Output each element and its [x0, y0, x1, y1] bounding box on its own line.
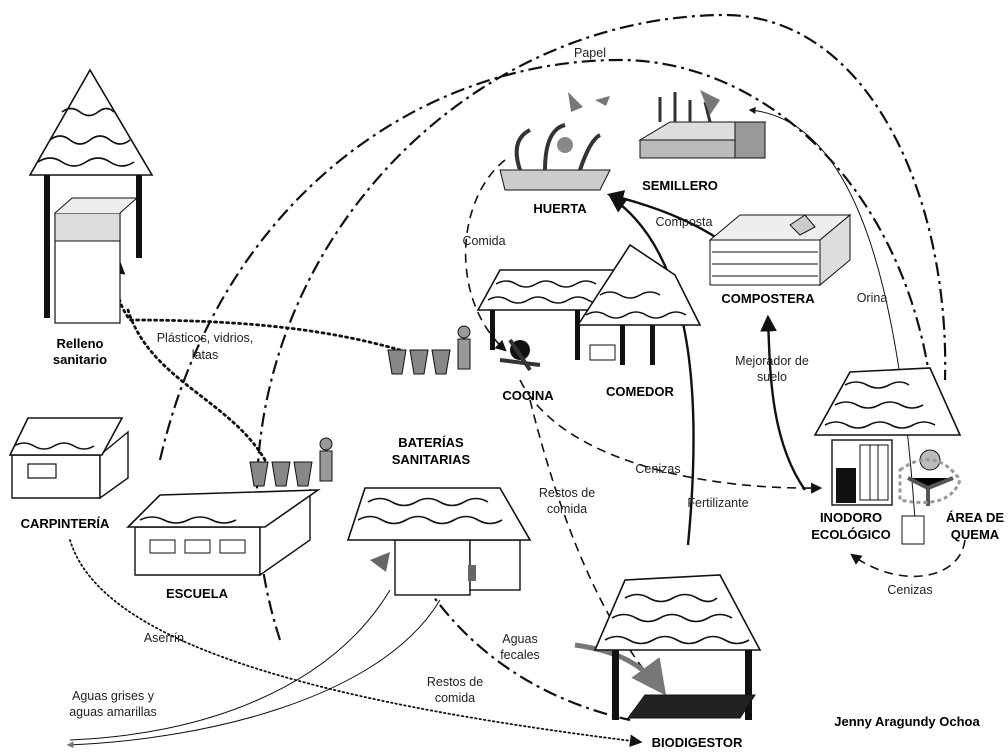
carpinteria: [8, 417, 129, 500]
cocina-comedor: [476, 243, 702, 372]
author-credit: Jenny Aragundy Ochoa: [834, 714, 980, 729]
semillero: [638, 90, 767, 159]
aguas-fecales-flow-line: [574, 642, 667, 696]
inodoro-ecologico: [813, 367, 962, 545]
label-comida: Comida: [462, 234, 505, 248]
label-aserrin: Aserrín: [144, 631, 184, 645]
cenizas-flow-line: [519, 379, 823, 494]
label-compostera: COMPOSTERA: [721, 291, 815, 306]
escuela: [126, 488, 321, 577]
label-cenizas-1: Cenizas: [635, 462, 680, 476]
papel-flow-line-2: [158, 58, 932, 461]
compostera: [708, 213, 852, 287]
label-cocina: COCINA: [502, 388, 554, 403]
biodigestor: [593, 574, 762, 720]
label-huerta: HUERTA: [533, 201, 587, 216]
mejorador-flow-line: [760, 314, 806, 491]
huerta: [499, 92, 611, 191]
label-comedor: COMEDOR: [606, 384, 675, 399]
label-plasticos: Plásticos, vidrios,latas: [157, 331, 254, 362]
trash-bins-upper: [387, 325, 471, 375]
label-cenizas-2: Cenizas: [887, 583, 932, 597]
flow-labels: Papel Comida Composta Orina Plásticos, v…: [69, 46, 932, 719]
label-fertilizante: Fertilizante: [687, 496, 748, 510]
label-semillero: SEMILLERO: [642, 178, 718, 193]
label-carpinteria: CARPINTERÍA: [21, 516, 110, 531]
restos-flow-line: [529, 399, 662, 692]
label-escuela: ESCUELA: [166, 586, 229, 601]
aguas-grises-flow-line-2: [69, 589, 391, 741]
fertilizante-flow-line: [609, 196, 695, 546]
label-papel: Papel: [574, 46, 606, 60]
label-composta: Composta: [656, 215, 713, 229]
comida-flow-line: [464, 159, 507, 352]
aguas-grises-flow-line: [66, 599, 441, 749]
papel-flow-line: [255, 13, 947, 641]
label-biodigestor: BIODIGESTOR: [652, 735, 743, 750]
aserrin-flow-line: [69, 539, 643, 748]
trash-bins-lower: [249, 437, 333, 487]
relleno-sanitario: [28, 68, 154, 324]
flow-lines: [66, 13, 966, 749]
baterias-sanitarias: [346, 487, 532, 596]
label-orina: Orina: [857, 291, 888, 305]
plasticos-flow-line-2: [126, 308, 267, 462]
cenizas-flow-line-2: [850, 539, 966, 578]
